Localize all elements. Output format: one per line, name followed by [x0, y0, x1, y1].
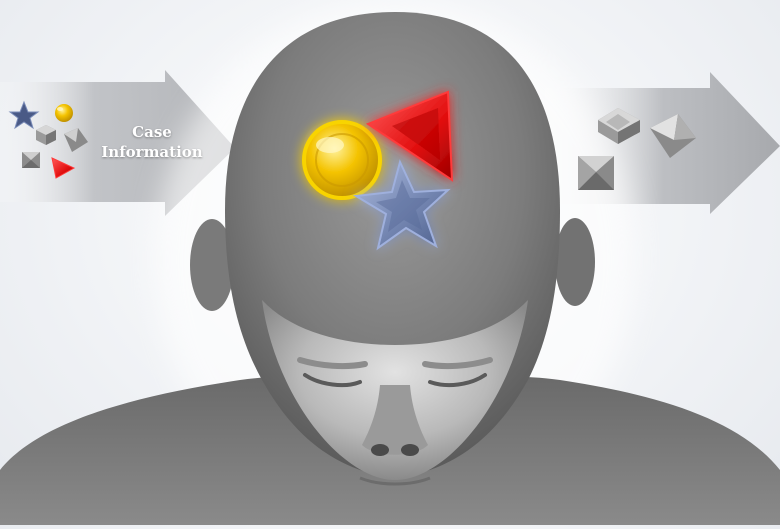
pyramid-icon: [22, 152, 40, 168]
sphere-icon: [55, 104, 73, 122]
case-information-label: Case Information: [96, 122, 208, 162]
case-label-line2: Information: [96, 142, 208, 162]
circle-icon: [304, 122, 380, 198]
pyramid-icon: [578, 156, 614, 190]
case-label-line1: Case: [96, 122, 208, 142]
